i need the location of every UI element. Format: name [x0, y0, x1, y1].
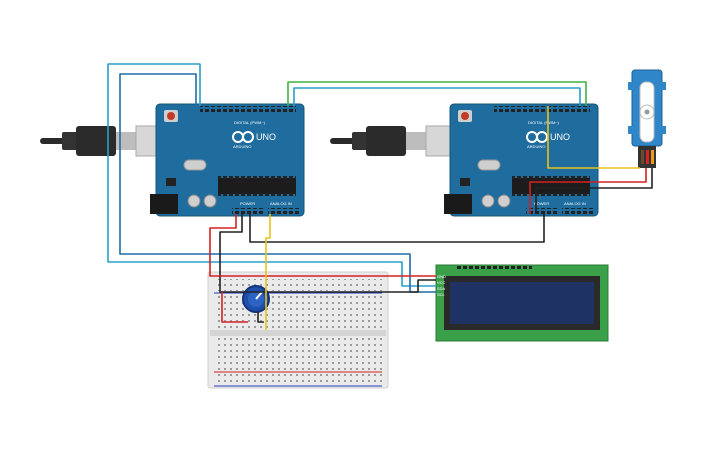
wire-red-1 — [209, 214, 436, 277]
wire-cyan-1 — [107, 63, 436, 287]
usb-cable-right — [330, 125, 453, 157]
board-brand-left: ARDUINO — [233, 144, 251, 149]
board-brand-right: ARDUINO — [527, 144, 545, 149]
wire-black-servo — [535, 168, 653, 214]
digital-label-left: DIGITAL (PWM~) — [234, 120, 266, 125]
wire-yellow-pot — [265, 214, 271, 330]
lcd-pin-vcc: VCC — [437, 280, 446, 285]
usb-cable-left — [40, 125, 163, 157]
wire-pot-black — [257, 312, 264, 323]
analog-label-left: ANALOG IN — [270, 201, 292, 206]
lcd-display: GND VCC SDA SCL — [435, 264, 609, 342]
arduino-logo-left-icon — [232, 131, 254, 143]
board-model-left: UNO — [256, 132, 276, 142]
power-label-right: POWER — [534, 201, 549, 206]
lcd-pin-scl: SCL — [437, 292, 446, 297]
breadboard — [207, 271, 389, 389]
wire-red-3 — [529, 168, 647, 214]
analog-label-right: ANALOG IN — [564, 201, 586, 206]
potentiometer[interactable] — [242, 285, 270, 313]
reset-button-left[interactable] — [167, 112, 175, 120]
servo-motor — [628, 69, 666, 168]
wire-black-2 — [219, 214, 436, 293]
wires — [107, 63, 653, 330]
board-model-right: UNO — [550, 132, 570, 142]
arduino-uno-left: DIGITAL (PWM~) UNO ARDUINO POWER ANALOG … — [150, 103, 305, 217]
digital-label-right: DIGITAL (PWM~) — [528, 120, 560, 125]
reset-button-right[interactable] — [461, 112, 469, 120]
lcd-pin-labels: GND VCC SDA SCL — [437, 274, 446, 297]
lcd-pin-sda: SDA — [437, 286, 446, 291]
arduino-uno-right: DIGITAL (PWM~) UNO ARDUINO POWER ANALOG … — [444, 103, 599, 217]
lcd-pin-gnd: GND — [437, 274, 446, 279]
wire-black-1 — [249, 214, 545, 243]
wire-green — [287, 81, 587, 106]
wire-blue — [293, 87, 581, 106]
power-label-left: POWER — [240, 201, 255, 206]
wire-yellow-servo — [547, 106, 640, 169]
arduino-logo-right-icon — [526, 131, 548, 143]
wire-red-2 — [221, 292, 248, 323]
